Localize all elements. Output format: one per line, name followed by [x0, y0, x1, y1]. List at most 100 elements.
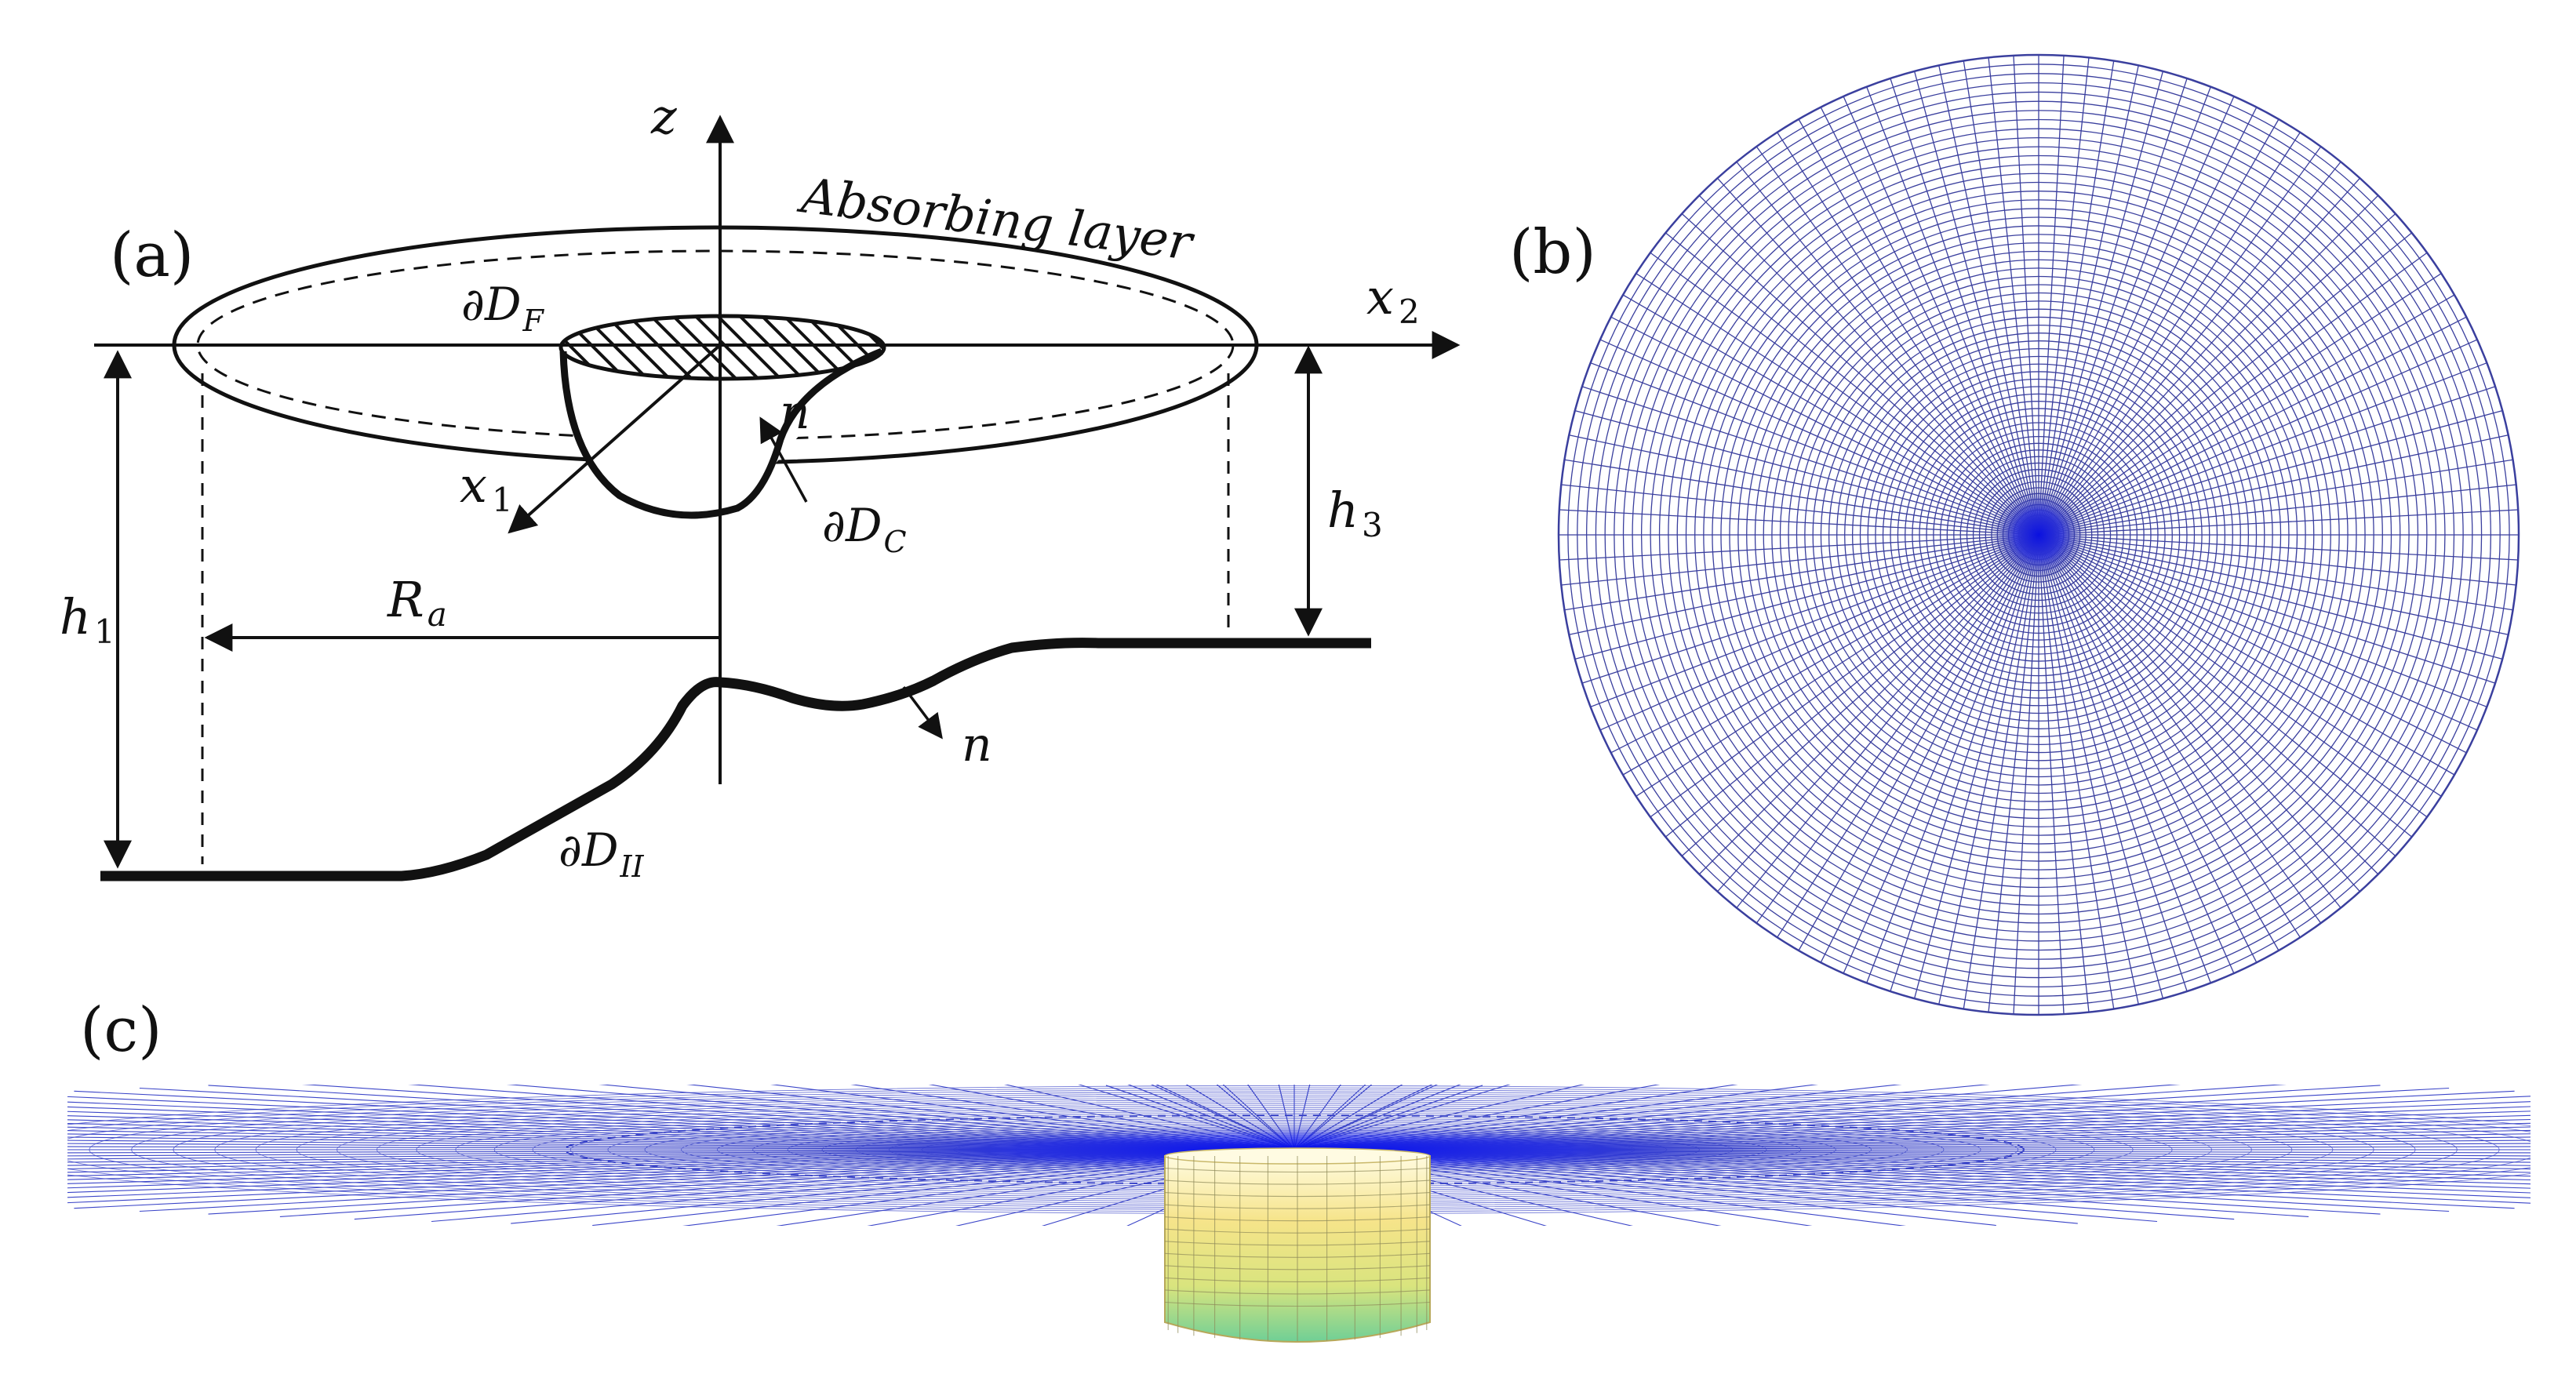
mesh-radial-line — [1569, 434, 2039, 536]
mesh-radial-line — [2038, 132, 2301, 536]
mesh-radial-line — [2038, 534, 2455, 776]
mesh-radial-line — [1599, 534, 2039, 731]
mesh-radial-line — [1610, 534, 2039, 754]
mesh-radial-line — [1574, 534, 2039, 660]
seabed-boundary — [100, 638, 1371, 881]
mesh-radial-line — [1564, 534, 2039, 611]
mesh-radial-line — [1798, 534, 2039, 951]
mesh-radial-line — [1569, 534, 2039, 635]
mesh-radial-line — [1938, 534, 2039, 1005]
mesh-radial-line — [1650, 252, 2039, 536]
mesh-radial-line — [1681, 534, 2039, 856]
body-mesh-horizontal — [1164, 1167, 1431, 1173]
mesh-radial-line — [2038, 86, 2211, 536]
mesh-radial-line — [1564, 459, 2039, 536]
mesh-radial-line — [1963, 60, 2039, 536]
mesh-radial-line — [1698, 194, 2039, 536]
mesh-radial-line — [2038, 534, 2211, 983]
body-mesh-horizontal — [1164, 1252, 1431, 1258]
mesh-radial-line — [2038, 232, 2413, 536]
mesh-radial-line — [1963, 534, 2039, 1009]
mesh-radial-line — [1756, 534, 2039, 924]
panel-b-polar-mesh — [1559, 55, 2519, 1015]
mesh-radial-line — [2038, 534, 2139, 1005]
seabed-normal-arrow — [902, 685, 943, 740]
body-mesh-horizontal — [1164, 1265, 1431, 1270]
mesh-radial-line — [2038, 534, 2301, 938]
mesh-radial-line — [1581, 534, 2039, 684]
mesh-radial-line — [1635, 273, 2039, 536]
mesh-radial-line — [2038, 78, 2188, 536]
mesh-radial-line — [1820, 534, 2039, 963]
mesh-radial-line — [2038, 534, 2442, 797]
mesh-radial-line — [2038, 534, 2396, 856]
mesh-radial-line — [2038, 534, 2090, 1012]
mesh-radial-line — [2038, 194, 2379, 536]
mesh-radial-line — [1843, 96, 2039, 536]
panel-c-inner-dashed-ring — [564, 1114, 2025, 1185]
body-mesh-horizontal — [1164, 1204, 1431, 1209]
x1-axis — [508, 344, 722, 534]
body-mesh-horizontal — [1164, 1301, 1431, 1307]
mesh-radial-line — [2038, 118, 2279, 536]
mesh-radial-line — [2038, 386, 2496, 536]
dDC-label: ∂DC — [822, 499, 907, 559]
mesh-radial-line — [1717, 534, 2039, 892]
mesh-radial-line — [2038, 534, 2065, 1015]
mesh-radial-line — [2038, 146, 2322, 536]
mesh-radial-line — [2038, 534, 2322, 924]
mesh-radial-line — [2038, 316, 2467, 536]
mesh-radial-line — [2038, 65, 2139, 536]
mesh-radial-line — [1650, 534, 2039, 818]
mesh-radial-line — [2038, 107, 2258, 536]
seabed-normal-label: n — [962, 718, 992, 772]
mesh-radial-line — [1590, 362, 2039, 536]
mesh-radial-line — [2038, 60, 2115, 536]
mesh-radial-line — [2013, 55, 2039, 536]
mesh-radial-line — [1559, 534, 2039, 561]
mesh-radial-line — [2038, 534, 2413, 838]
waterplane-hatch — [558, 314, 886, 381]
Ra-label: Ra — [387, 571, 447, 634]
mesh-radial-line — [2038, 534, 2188, 992]
mesh-radial-line — [2038, 534, 2235, 974]
mesh-radial-line — [2038, 362, 2487, 536]
mesh-radial-line — [2038, 55, 2065, 536]
mesh-radial-line — [2038, 71, 2164, 536]
mesh-radial-line — [2038, 161, 2341, 536]
mesh-radial-line — [2038, 534, 2509, 635]
mesh-radial-line — [2038, 534, 2279, 951]
mesh-radial-line — [1777, 132, 2039, 536]
panel-c-floating-body-mesh — [1164, 1147, 1431, 1343]
panel-b-center-dense-zone — [1992, 488, 2086, 582]
h1-label: h1 — [60, 588, 115, 651]
panel-b-mesh-boundary — [1557, 53, 2520, 1016]
mesh-radial-line — [1866, 534, 2039, 983]
body-mesh-horizontal — [1164, 1192, 1431, 1198]
mesh-radial-line — [2038, 534, 2164, 999]
mesh-radial-line — [1622, 534, 2039, 776]
h3-label: h3 — [1327, 482, 1383, 544]
body-mesh-horizontal — [1164, 1289, 1431, 1295]
mesh-radial-line — [1777, 534, 2039, 938]
mesh-radial-line — [2038, 534, 2496, 684]
mesh-radial-line — [1665, 232, 2039, 536]
panel-c-tag: (c) — [80, 995, 162, 1066]
panel-a-schematic — [94, 114, 1461, 881]
mesh-radial-line — [1820, 107, 2039, 536]
mesh-radial-line — [2038, 534, 2519, 561]
body-mesh-horizontal — [1164, 1180, 1431, 1185]
mesh-radial-line — [1561, 484, 2039, 536]
mesh-radial-line — [2038, 534, 2503, 660]
mesh-radial-line — [1599, 339, 2039, 536]
mesh-radial-line — [1622, 294, 2039, 536]
mesh-radial-line — [1736, 534, 2039, 909]
dDF-label: ∂DF — [461, 278, 545, 338]
panel-a-tag: (a) — [110, 220, 194, 291]
body-mesh-horizontal — [1164, 1277, 1431, 1282]
mesh-radial-line — [2038, 273, 2442, 536]
mesh-radial-line — [1890, 534, 2039, 992]
mesh-radial-line — [1988, 57, 2039, 536]
